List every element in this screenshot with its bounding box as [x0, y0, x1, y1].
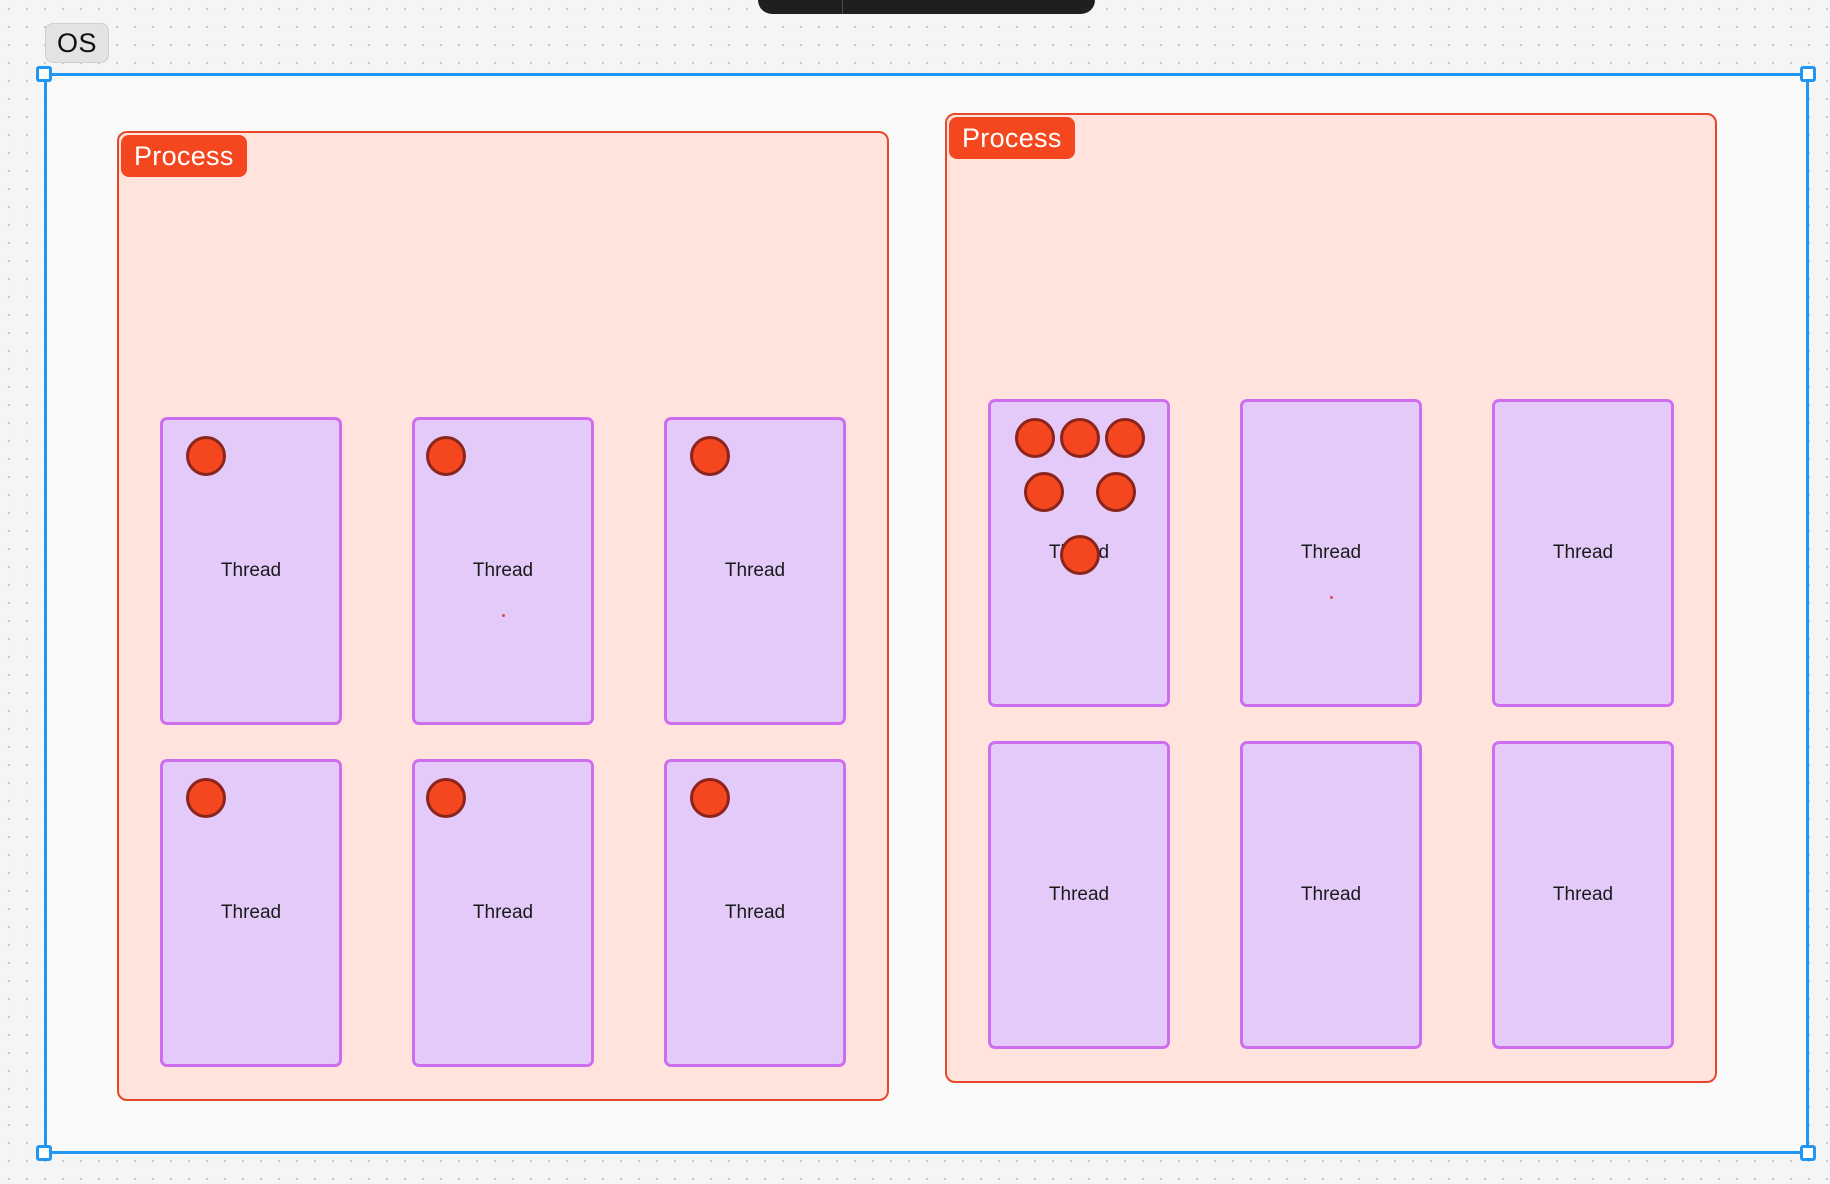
process-label: Process	[121, 135, 247, 177]
thread-card[interactable]: Thread	[412, 417, 594, 725]
token-dot[interactable]	[690, 436, 730, 476]
thread-card[interactable]: Thread	[664, 759, 846, 1067]
thread-card[interactable]: Thread	[664, 417, 846, 725]
token-dot[interactable]	[426, 436, 466, 476]
anchor-point	[501, 614, 505, 617]
token-dot[interactable]	[690, 778, 730, 818]
thread-card[interactable]: Thread	[1492, 399, 1674, 707]
os-frame[interactable]: Process Thread Thread Thread Thread Thre…	[44, 73, 1809, 1154]
thread-card[interactable]: Thread	[1240, 741, 1422, 1049]
thread-label: Thread	[1552, 542, 1614, 563]
token-dot[interactable]	[1096, 472, 1136, 512]
token-dot[interactable]	[426, 778, 466, 818]
frame-label[interactable]: OS	[45, 23, 109, 63]
thread-label: Thread	[1048, 884, 1110, 905]
resize-handle-top-right[interactable]	[1800, 66, 1816, 82]
thread-label: Thread	[472, 902, 534, 923]
resize-handle-bottom-right[interactable]	[1800, 1145, 1816, 1161]
thread-card[interactable]: Thread	[988, 399, 1170, 707]
thread-label: Thread	[472, 560, 534, 581]
thread-label: Thread	[220, 560, 282, 581]
thread-label: Thread	[1300, 884, 1362, 905]
top-toolbar[interactable]	[758, 0, 1095, 14]
token-dot[interactable]	[1060, 418, 1100, 458]
thread-label: Thread	[220, 902, 282, 923]
token-dot[interactable]	[1024, 472, 1064, 512]
token-dot[interactable]	[186, 778, 226, 818]
thread-card[interactable]: Thread	[988, 741, 1170, 1049]
process-label: Process	[949, 117, 1075, 159]
token-dot[interactable]	[1105, 418, 1145, 458]
thread-label: Thread	[724, 560, 786, 581]
anchor-point	[1329, 596, 1333, 599]
thread-card[interactable]: Thread	[160, 759, 342, 1067]
resize-handle-top-left[interactable]	[36, 66, 52, 82]
token-dot[interactable]	[186, 436, 226, 476]
thread-card[interactable]: Thread	[1240, 399, 1422, 707]
thread-card[interactable]: Thread	[1492, 741, 1674, 1049]
thread-card[interactable]: Thread	[412, 759, 594, 1067]
token-dot[interactable]	[1015, 418, 1055, 458]
toolbar-divider	[842, 0, 843, 14]
thread-label: Thread	[1300, 542, 1362, 563]
thread-label: Thread	[1552, 884, 1614, 905]
thread-card[interactable]: Thread	[160, 417, 342, 725]
resize-handle-bottom-left[interactable]	[36, 1145, 52, 1161]
token-dot[interactable]	[1060, 535, 1100, 575]
process-box[interactable]: Process Thread Thread Thread Thread Thre…	[945, 113, 1717, 1083]
thread-label: Thread	[724, 902, 786, 923]
process-box[interactable]: Process Thread Thread Thread Thread Thre…	[117, 131, 889, 1101]
